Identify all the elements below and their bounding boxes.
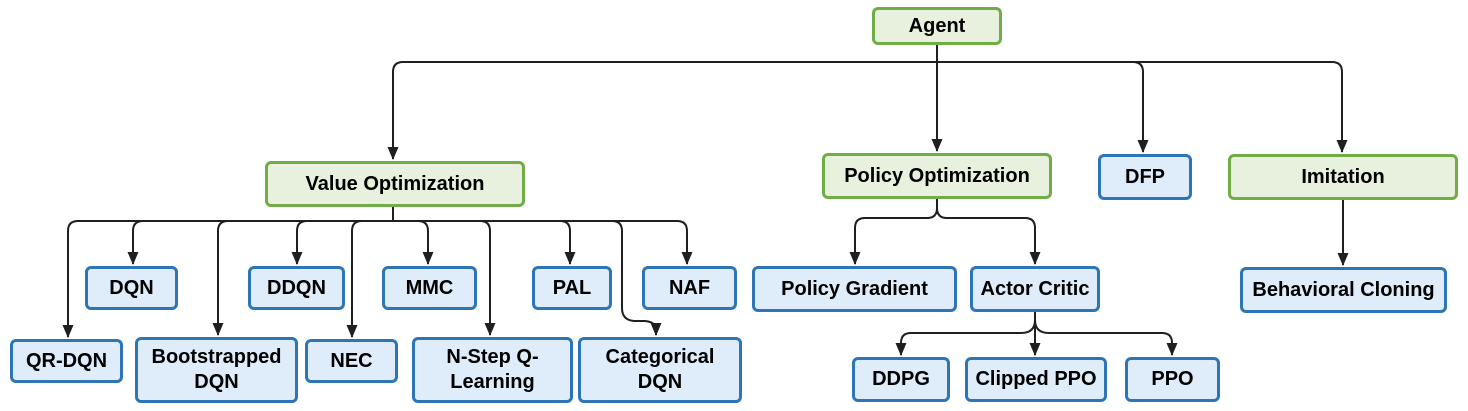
edge-ac-ppo <box>1034 319 1178 356</box>
node-imitation: Imitation <box>1228 154 1458 200</box>
node-categorical-dqn: Categorical DQN <box>578 337 742 403</box>
node-ddqn: DDQN <box>248 266 345 310</box>
node-dqn: DQN <box>85 266 178 310</box>
node-policy-gradient: Policy Gradient <box>752 266 957 312</box>
node-pal: PAL <box>532 266 612 310</box>
edge-vo-naf <box>393 220 693 265</box>
edge-vo-dqn <box>127 220 144 265</box>
node-mmc: MMC <box>382 266 477 310</box>
node-agent: Agent <box>872 7 1002 45</box>
node-bootstrapped-dqn: Bootstrapped DQN <box>135 337 298 403</box>
node-ppo: PPO <box>1125 357 1220 402</box>
node-policy-optimization: Policy Optimization <box>822 153 1052 199</box>
edge-vo-qr-dqn <box>62 220 393 338</box>
edge-ac-ddpg <box>895 319 1036 356</box>
edge-vo-n-step-q-learning <box>479 220 496 336</box>
node-n-step-q-learning: N-Step Q-Learning <box>412 337 573 403</box>
edge-agent-imitation <box>937 61 1348 153</box>
node-nec: NEC <box>305 339 398 383</box>
edge-po-policy-gradient <box>849 207 938 265</box>
edge-po-actor-critic <box>936 207 1041 265</box>
node-value-optimization: Value Optimization <box>265 161 525 207</box>
edge-vo-ddqn <box>291 220 308 265</box>
edge-vo-bootstrapped-dqn <box>212 220 229 336</box>
node-qr-dqn: QR-DQN <box>10 339 123 383</box>
node-behavioral-cloning: Behavioral Cloning <box>1240 267 1447 313</box>
node-dfp: DFP <box>1098 154 1192 200</box>
node-naf: NAF <box>642 266 737 310</box>
node-ddpg: DDPG <box>852 357 950 402</box>
node-clipped-ppo: Clipped PPO <box>965 357 1107 402</box>
edge-agent-dfp <box>937 61 1149 153</box>
edge-vo-nec <box>346 220 363 338</box>
node-actor-critic: Actor Critic <box>970 266 1100 312</box>
edge-vo-mmc <box>417 220 434 265</box>
edge-agent-value-optimization <box>387 61 937 160</box>
edge-vo-categorical-dqn <box>611 220 662 336</box>
edge-vo-pal <box>559 220 576 265</box>
